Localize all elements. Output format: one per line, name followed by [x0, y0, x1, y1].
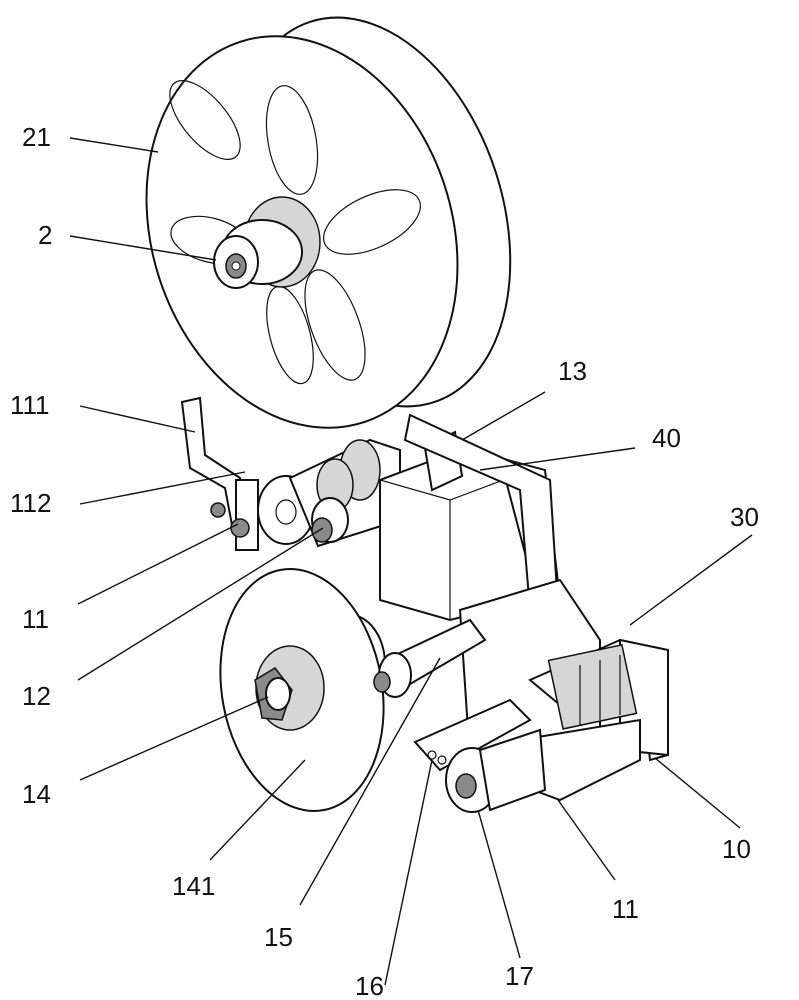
- upper-shaft-assembly: [257, 438, 401, 548]
- label-2: 2: [38, 220, 52, 250]
- leader-lines: [69, 137, 753, 986]
- lever-arm: [180, 396, 259, 551]
- label-14: 14: [22, 779, 51, 809]
- label-13: 13: [558, 356, 587, 386]
- label-112: 112: [10, 488, 51, 518]
- label-111: 111: [10, 390, 50, 420]
- lower-reel: [219, 568, 386, 812]
- lower-shaft: [373, 618, 487, 698]
- label-30: 30: [730, 502, 759, 532]
- label-12: 12: [22, 681, 51, 711]
- label-11-upper: 11: [22, 604, 49, 634]
- label-15: 15: [264, 922, 293, 952]
- cylinder-unit: [519, 638, 670, 802]
- label-40: 40: [652, 423, 681, 453]
- part-labels: 21 2 13 40 111 112 30 11 12 14 141 10 11…: [10, 122, 759, 1000]
- label-16: 16: [355, 971, 384, 1000]
- pressure-roller: [413, 698, 547, 813]
- label-10: 10: [722, 834, 751, 864]
- label-11-lower: 11: [612, 894, 639, 924]
- label-17: 17: [505, 961, 534, 991]
- label-21: 21: [22, 122, 51, 152]
- label-141: 141: [172, 871, 215, 901]
- upper-reel: [145, 16, 512, 429]
